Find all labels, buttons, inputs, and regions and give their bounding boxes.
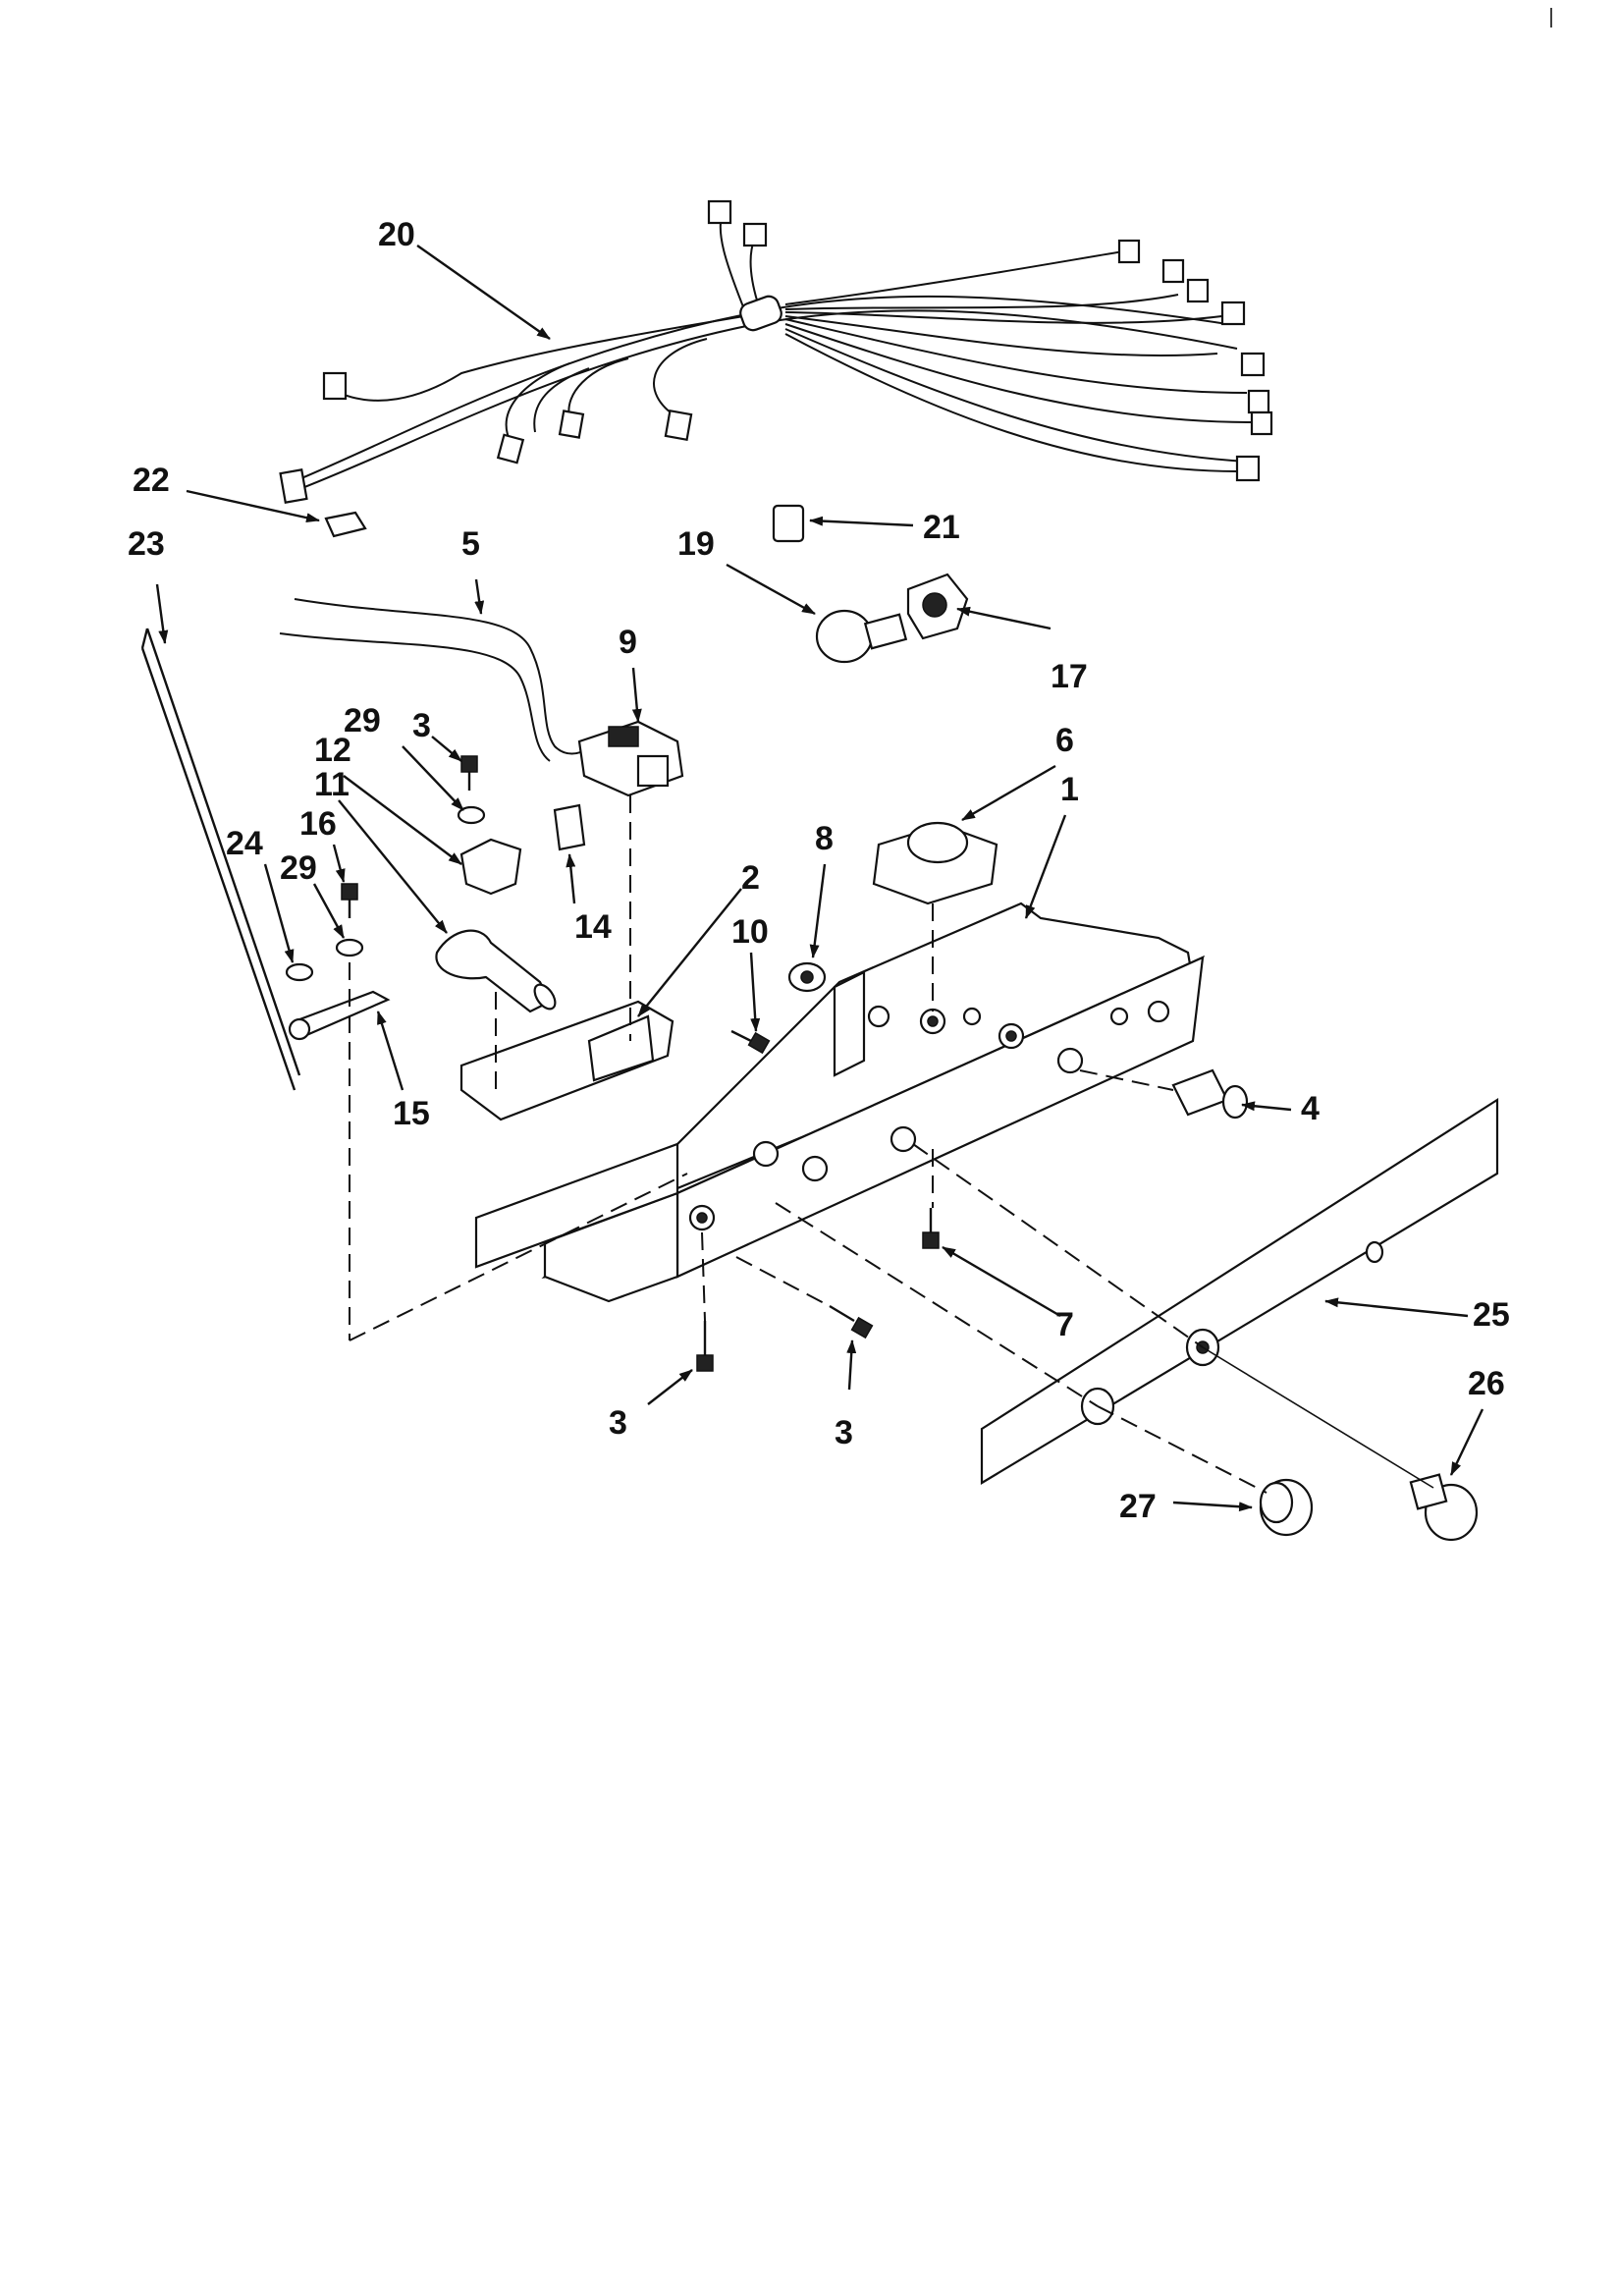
- screw-3-bottom-left: [696, 1321, 714, 1372]
- callout-26: 26: [1468, 1365, 1505, 1402]
- plug-8: [787, 961, 827, 993]
- knob-27: [1259, 1478, 1314, 1537]
- callout-6: 6: [1055, 722, 1074, 759]
- panel-25: [980, 1097, 1499, 1485]
- washer-24: [285, 962, 314, 982]
- screw-16: [341, 883, 358, 918]
- part-14: [553, 803, 586, 851]
- callout-16: 16: [299, 805, 337, 843]
- rod-23: [140, 628, 301, 1091]
- callout-3-bottom-left: 3: [609, 1404, 627, 1442]
- callout-20: 20: [378, 216, 415, 253]
- callout-7: 7: [1055, 1306, 1074, 1343]
- capillary-tube-5: [279, 598, 590, 762]
- switch-4: [1171, 1068, 1249, 1120]
- knob-26: [1409, 1473, 1479, 1542]
- lever-15: [288, 990, 391, 1041]
- callout-8: 8: [815, 820, 834, 857]
- light-bulb-19: [815, 609, 908, 664]
- callout-27: 27: [1119, 1488, 1157, 1525]
- screw-3-bottom-right: [829, 1304, 874, 1339]
- screw-3-top: [460, 755, 478, 791]
- timer-6: [872, 821, 998, 905]
- washer-29: [335, 938, 364, 957]
- callout-19: 19: [677, 525, 715, 563]
- callout-9: 9: [619, 624, 637, 661]
- shaft-11: [435, 929, 557, 1013]
- callout-3-top: 3: [412, 707, 431, 744]
- assembly-lines: [349, 795, 1434, 1494]
- callout-23: 23: [128, 525, 165, 563]
- control-block-9: [577, 720, 684, 797]
- clip-22: [324, 511, 367, 538]
- control-housing-1: [541, 902, 1206, 1303]
- bracket-12: [459, 838, 522, 896]
- callout-2: 2: [741, 859, 760, 897]
- washer-29-top: [457, 805, 486, 825]
- callout-17: 17: [1051, 658, 1088, 695]
- callout-21: 21: [923, 509, 960, 546]
- callout-29: 29: [280, 849, 317, 887]
- callout-24: 24: [226, 825, 263, 862]
- wire-harness: [279, 199, 1273, 504]
- callout-4: 4: [1301, 1090, 1320, 1127]
- callout-14: 14: [574, 908, 612, 946]
- callout-1: 1: [1060, 771, 1079, 808]
- leader-arrows: [155, 245, 1484, 1512]
- callout-29-top: 29: [344, 702, 381, 739]
- screw-10: [730, 1029, 771, 1055]
- callout-3-bottom-right: 3: [835, 1414, 853, 1451]
- callout-25: 25: [1473, 1296, 1510, 1334]
- light-socket-17: [906, 573, 969, 640]
- callout-22: 22: [133, 462, 170, 499]
- callout-labels: 20 22 23 21 19 5 17 9 29 3 12 11 16 24 2…: [128, 216, 1510, 1525]
- callout-5: 5: [461, 525, 480, 563]
- clip-21: [772, 504, 805, 543]
- callout-15: 15: [393, 1095, 430, 1132]
- callout-10: 10: [731, 913, 769, 951]
- callout-12: 12: [314, 732, 351, 769]
- bracket-2: [459, 1000, 679, 1269]
- callout-11: 11: [314, 766, 350, 803]
- screw-7: [922, 1208, 940, 1249]
